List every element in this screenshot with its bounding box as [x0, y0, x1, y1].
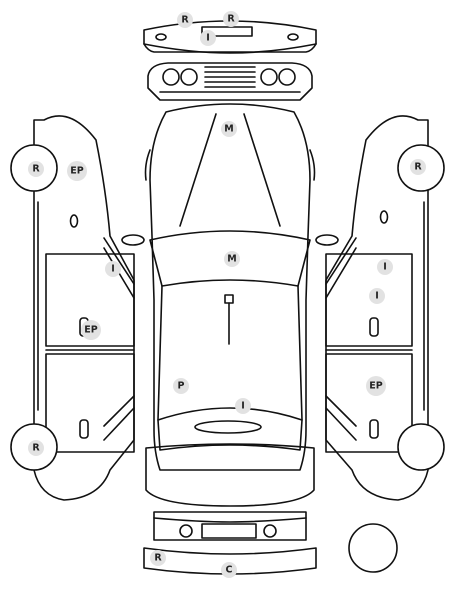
tag-left-front-fender[interactable]: EP: [67, 161, 87, 181]
tag-trunk-lid[interactable]: I: [235, 398, 251, 414]
tag-hood[interactable]: M: [221, 121, 237, 137]
tag-right-rear-door[interactable]: EP: [366, 376, 386, 396]
tag-roof[interactable]: M: [224, 251, 240, 267]
tag-right-front-wheel[interactable]: R: [410, 159, 426, 175]
tag-rear-top-left[interactable]: R: [177, 12, 193, 28]
svg-text:I: I: [241, 401, 245, 412]
front-bumper-view: [143, 511, 317, 575]
tag-rear-top-right[interactable]: R: [223, 11, 239, 27]
svg-text:P: P: [178, 381, 185, 392]
svg-text:I: I: [206, 33, 210, 44]
svg-text:M: M: [224, 124, 233, 135]
car-top-body: [121, 103, 339, 507]
svg-text:R: R: [32, 443, 40, 454]
tag-front-bumper-left[interactable]: R: [150, 550, 166, 566]
tag-left-rear-wheel[interactable]: R: [28, 440, 44, 456]
svg-text:C: C: [226, 565, 233, 576]
tag-right-door-lower[interactable]: I: [369, 288, 385, 304]
tag-right-door-upper[interactable]: I: [377, 259, 393, 275]
svg-text:R: R: [181, 15, 189, 26]
tag-left-front-wheel[interactable]: R: [28, 161, 44, 177]
tag-rear-bumper[interactable]: I: [200, 30, 216, 46]
svg-text:I: I: [111, 264, 115, 275]
tag-front-bumper-center[interactable]: C: [221, 562, 237, 578]
svg-text:R: R: [154, 553, 162, 564]
right-side-view: [325, 115, 445, 501]
svg-text:R: R: [227, 14, 235, 25]
tag-left-front-door[interactable]: I: [105, 261, 121, 277]
svg-text:M: M: [227, 254, 236, 265]
svg-text:I: I: [383, 262, 387, 273]
svg-text:R: R: [414, 162, 422, 173]
rear-bumper-view: [143, 20, 317, 54]
left-side-view: [10, 115, 135, 501]
svg-text:EP: EP: [84, 325, 97, 336]
spare-wheel: [348, 523, 398, 573]
svg-text:I: I: [375, 291, 379, 302]
svg-text:R: R: [32, 164, 40, 175]
svg-text:EP: EP: [70, 166, 83, 177]
svg-text:EP: EP: [369, 381, 382, 392]
rear-tail-view: [147, 62, 313, 101]
tag-left-rear-door[interactable]: EP: [81, 320, 101, 340]
tag-trunk-panel[interactable]: P: [173, 378, 189, 394]
